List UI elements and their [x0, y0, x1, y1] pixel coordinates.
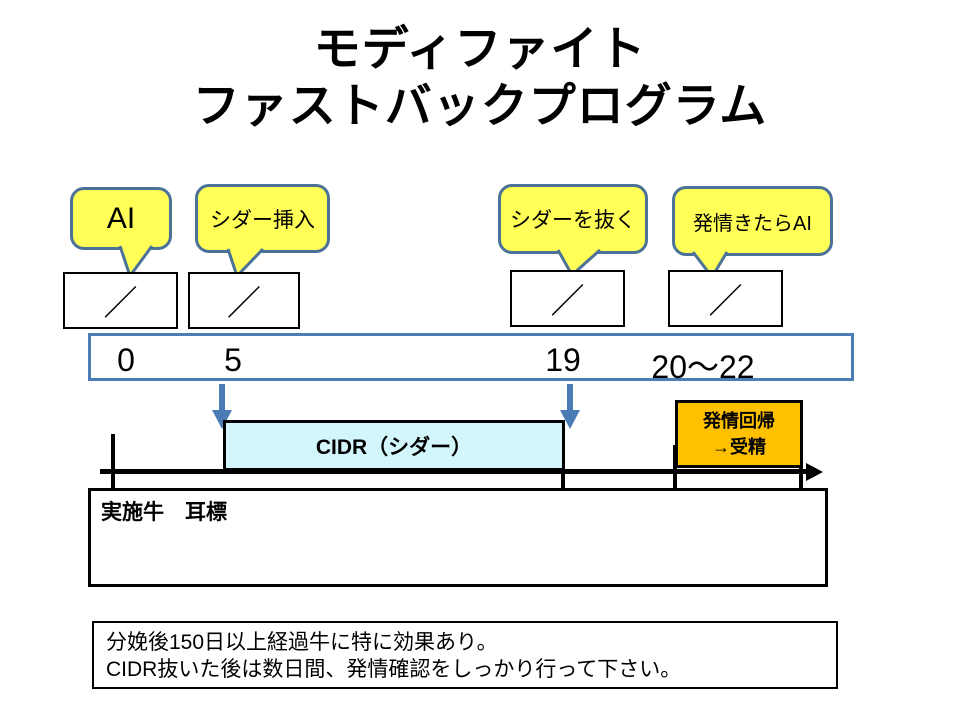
note-box: 分娩後150日以上経過牛に特に効果あり。 CIDR抜いた後は数日間、発情確認をし…: [92, 621, 838, 689]
date-slash: ／: [550, 283, 585, 321]
callout-estrus-ai-label: 発情きたらAI: [693, 212, 812, 235]
scale-value-5: 5: [224, 342, 242, 378]
cidr-bar: CIDR（シダー）: [223, 420, 565, 471]
page-title: モディファイト ファストバックプログラム: [0, 20, 960, 134]
callout-ai-label: AI: [106, 201, 136, 235]
date-slash: ／: [103, 285, 138, 323]
scale-value-20-22: 20～22: [651, 349, 755, 385]
date-box-estrus-ai: ／: [668, 270, 783, 327]
note-line1: 分娩後150日以上経過牛に特に効果あり。: [106, 631, 498, 654]
timeline-arrowhead-icon: [806, 463, 823, 481]
estrus-return-box: 発情回帰 →受精: [675, 400, 803, 468]
date-slash: ／: [708, 283, 743, 321]
estrus-return-line2: →受精: [712, 437, 766, 457]
callout-cidr-remove: シダーを抜く: [498, 184, 648, 254]
callout-cidr-insert-label: シダー挿入: [210, 208, 315, 232]
callout-cidr-insert: シダー挿入: [195, 184, 330, 253]
cidr-bar-label: CIDR（シダー）: [315, 435, 473, 459]
scale-value-19: 19: [545, 342, 581, 378]
day-scale: 0 5 19 20～22: [88, 333, 854, 385]
callout-ai: AI: [70, 187, 172, 250]
date-box-cidr-insert: ／: [188, 272, 300, 329]
date-box-ai: ／: [63, 272, 178, 329]
scale-value-0: 0: [117, 342, 135, 378]
timeline-tick: [111, 434, 115, 488]
callout-cidr-remove-label: シダーを抜く: [510, 209, 636, 232]
down-arrow-icon: [212, 384, 232, 429]
date-box-cidr-remove: ／: [510, 270, 625, 327]
estrus-return-line1: 発情回帰: [703, 411, 775, 431]
timeline-axis: [100, 469, 814, 474]
cow-record-label: 実施牛 耳標: [101, 501, 227, 524]
callout-estrus-ai: 発情きたらAI: [672, 186, 833, 256]
down-arrow-icon: [560, 384, 580, 429]
cow-record-box: 実施牛 耳標: [88, 488, 828, 587]
page-title-line2: ファストバックプログラム: [192, 79, 768, 132]
note-line2: CIDR抜いた後は数日間、発情確認をしっかり行って下さい。: [106, 658, 682, 681]
page-title-line1: モディファイト: [313, 22, 647, 75]
date-slash: ／: [227, 285, 261, 323]
